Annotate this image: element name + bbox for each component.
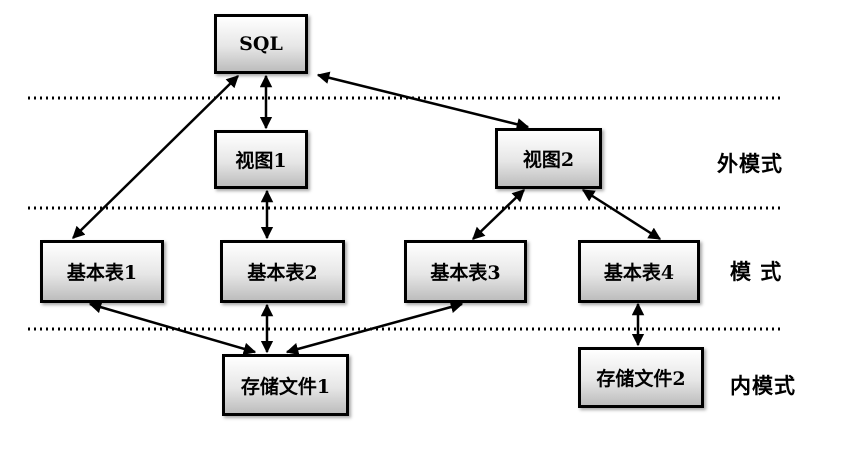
node-sql: SQL [214,14,308,74]
node-table2: 基本表2 [220,240,345,303]
node-view1-label: 视图1 [235,150,287,172]
node-view2: 视图2 [495,128,602,189]
arrow-view2-table3 [472,189,525,240]
node-table3-label: 基本表3 [430,262,501,284]
node-table1-label: 基本表1 [66,262,138,284]
arrow-sql-table1 [72,75,239,239]
node-table1: 基本表1 [40,240,164,303]
node-view2-label: 视图2 [522,149,575,171]
arrow-view2-table4 [581,188,662,241]
layer-label-conceptual: 模 式 [730,260,783,284]
node-file2-label: 存储文件2 [596,368,686,390]
node-table3: 基本表3 [404,240,527,303]
node-table4-label: 基本表4 [603,262,675,284]
arrow-sql-view2 [316,71,530,131]
node-view1: 视图1 [214,130,308,189]
node-table4: 基本表4 [578,240,700,303]
layer-label-external: 外模式 [717,152,783,176]
layer-label-internal: 内模式 [730,374,796,398]
node-file1-label: 存储文件1 [240,375,331,398]
arrow-file1-table1 [88,301,257,355]
node-file2: 存储文件2 [578,347,704,408]
arrow-file1-table3 [285,300,464,356]
node-file1: 存储文件1 [222,354,349,416]
node-sql-label: SQL [239,33,283,55]
node-table2-label: 基本表2 [247,262,318,284]
